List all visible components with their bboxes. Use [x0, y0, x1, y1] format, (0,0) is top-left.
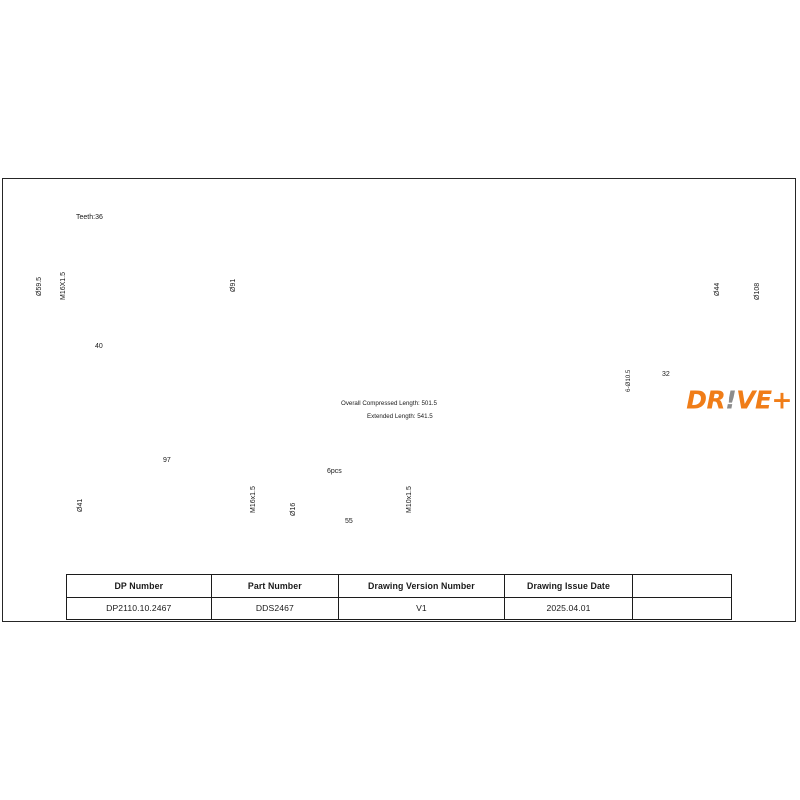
header-dp-number: DP Number — [67, 575, 212, 597]
label-dia-108: Ø108 — [754, 282, 761, 300]
title-block-header-row: DP Number Part Number Drawing Version Nu… — [67, 575, 731, 598]
brand-logo: DR!VE+ — [686, 388, 792, 413]
label-bolt-large-head-dia: Ø41 — [77, 498, 84, 512]
label-len-40: 40 — [95, 343, 103, 350]
label-len-32: 32 — [662, 371, 670, 378]
header-drawing-issue-date: Drawing Issue Date — [505, 575, 634, 597]
value-dp-number: DP2110.10.2467 — [67, 597, 212, 619]
brand-logo-part-b: VE+ — [736, 385, 792, 415]
value-part-number: DDS2467 — [212, 597, 340, 619]
label-dia-flange-left: Ø59.5 — [36, 276, 43, 296]
title-block-value-row: DP2110.10.2467 DDS2467 V1 2025.04.01 — [67, 597, 731, 620]
label-teeth: Teeth:36 — [76, 214, 103, 221]
title-block-table: DP Number Part Number Drawing Version Nu… — [66, 574, 732, 620]
value-logo-cell-bottom — [633, 598, 731, 620]
drawing-frame — [2, 178, 796, 622]
label-bolt-small-length: 55 — [345, 518, 353, 525]
brand-logo-exclamation: ! — [725, 385, 737, 415]
label-overall-compressed: Overall Compressed Length: 501.5 — [341, 400, 437, 407]
label-thread-left: M16X1.5 — [60, 271, 67, 300]
label-dia-boot: Ø91 — [230, 278, 237, 292]
label-bolt-large-thread: M16x1.5 — [250, 486, 257, 513]
brand-logo-part-a: DR — [686, 385, 726, 415]
header-part-number: Part Number — [212, 575, 340, 597]
label-bolt-large-length: 97 — [163, 457, 171, 464]
label-bolt-small-thread: M10x1.5 — [406, 486, 413, 513]
label-extended-length: Extended Length: 541.5 — [367, 413, 433, 420]
header-drawing-version-number: Drawing Version Number — [339, 575, 505, 597]
value-drawing-version-number: V1 — [339, 597, 505, 619]
value-drawing-issue-date: 2025.04.01 — [505, 597, 634, 619]
header-logo-cell-top — [633, 575, 731, 597]
label-bolt-small-head-dia: Ø16 — [290, 502, 297, 516]
label-dia-44: Ø44 — [714, 282, 721, 296]
label-bolt-small-qty: 6pcs — [327, 468, 342, 475]
label-holes: 6-Ø10.5 — [625, 369, 632, 392]
